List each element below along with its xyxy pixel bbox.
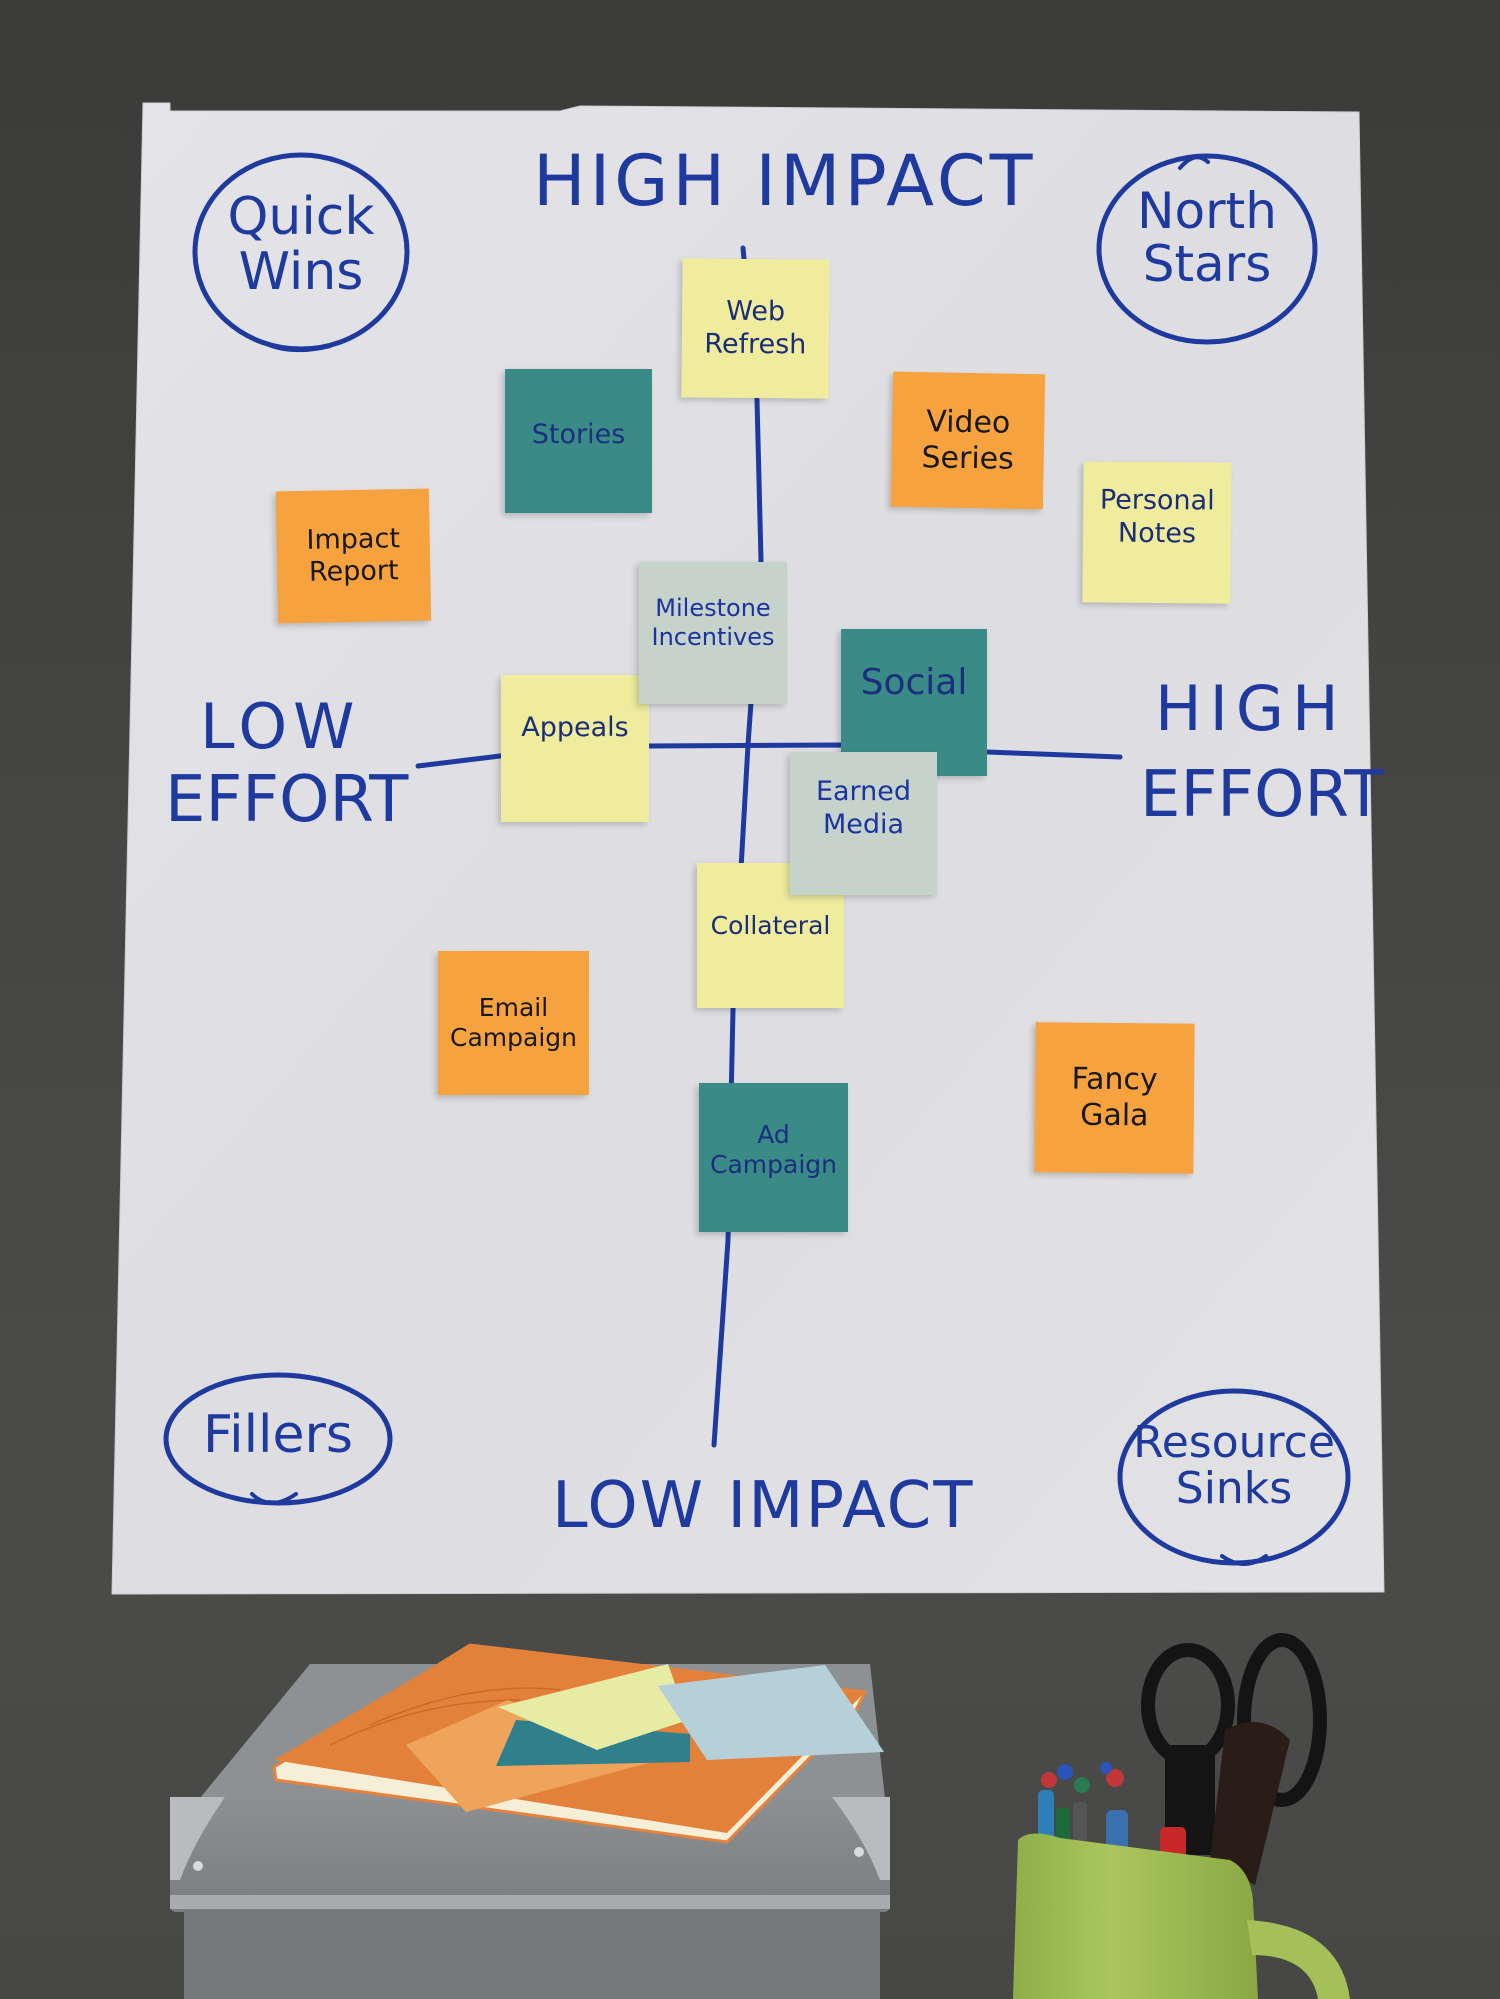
sticky-note-label: Web Refresh xyxy=(704,295,807,360)
axis-label-low-effort-line1: LOW xyxy=(200,690,361,763)
quadrant-label-resource-sinks-line2: Sinks xyxy=(1175,1463,1293,1515)
sticky-note-web-refresh[interactable]: Web Refresh xyxy=(681,258,830,399)
quadrant-label-quick-wins-line1: Quick xyxy=(227,187,375,247)
sticky-note-stories[interactable]: Stories xyxy=(505,369,652,513)
quadrant-label-north-stars-line1: North xyxy=(1137,182,1277,240)
sticky-note-fancy-gala[interactable]: Fancy Gala xyxy=(1034,1022,1195,1174)
sticky-note-label: Earned Media xyxy=(815,776,912,840)
sticky-note-label: Collateral xyxy=(710,910,831,940)
quadrant-label-quick-wins-line2: Wins xyxy=(238,241,364,302)
sticky-note-appeals[interactable]: Appeals xyxy=(501,675,649,822)
sticky-note-label: Social xyxy=(860,661,968,703)
sticky-note-social[interactable]: Social xyxy=(841,629,987,776)
sticky-note-label: Ad Campaign xyxy=(710,1120,837,1179)
sticky-pad-blue xyxy=(658,1665,884,1760)
horizontal-axis-line xyxy=(415,742,1123,769)
quadrant-label-fillers-line1: Fillers xyxy=(203,1405,353,1465)
axis-label-high-effort-line2: EFFORT xyxy=(1140,758,1384,832)
flipchart-paper xyxy=(111,102,1385,1595)
sticky-note-earned-media[interactable]: Earned Media xyxy=(790,752,937,895)
quadrant-label-quick-wins: Quick Wins xyxy=(205,190,397,299)
sticky-note-ad-campaign[interactable]: Ad Campaign xyxy=(699,1083,848,1232)
axis-label-low-impact: LOW IMPACT xyxy=(552,1469,975,1543)
sticky-note-label: Personal Notes xyxy=(1099,484,1215,549)
sticky-note-label: Appeals xyxy=(521,712,629,744)
quadrant-label-fillers: Fillers xyxy=(166,1408,390,1463)
sticky-note-label: Email Campaign xyxy=(450,993,577,1052)
pen-cup-mug xyxy=(1013,1633,1350,1999)
quadrant-label-resource-sinks: Resource Sinks xyxy=(1120,1417,1348,1515)
sticky-pad-yellow xyxy=(498,1664,688,1750)
sticky-note-personal-notes[interactable]: Personal Notes xyxy=(1082,461,1232,604)
sticky-note-label: Milestone Incentives xyxy=(651,594,775,651)
axis-label-high-effort-line1: HIGH xyxy=(1155,672,1347,745)
north-stars-circle xyxy=(1096,153,1318,345)
axis-label-low-effort-line2: EFFORT xyxy=(165,763,409,837)
sticky-note-video-series[interactable]: Video Series xyxy=(890,371,1046,510)
axis-label-high-impact: HIGH IMPACT xyxy=(533,140,1037,222)
sticky-note-milestone-incentives[interactable]: Milestone Incentives xyxy=(639,562,787,704)
sticky-note-label: Video Series xyxy=(921,403,1015,477)
sticky-note-collateral[interactable]: Collateral xyxy=(697,863,844,1008)
quadrant-label-north-stars-line2: Stars xyxy=(1142,234,1272,293)
sticky-note-email-campaign[interactable]: Email Campaign xyxy=(438,951,589,1095)
quadrant-label-north-stars: North Stars xyxy=(1110,185,1304,290)
sticky-note-label: Stories xyxy=(531,418,626,450)
sticky-note-label: Impact Report xyxy=(306,522,401,588)
sticky-note-impact-report[interactable]: Impact Report xyxy=(275,488,432,624)
sticky-note-label: Fancy Gala xyxy=(1071,1061,1158,1134)
quadrant-label-resource-sinks-line1: Resource xyxy=(1133,1417,1335,1468)
